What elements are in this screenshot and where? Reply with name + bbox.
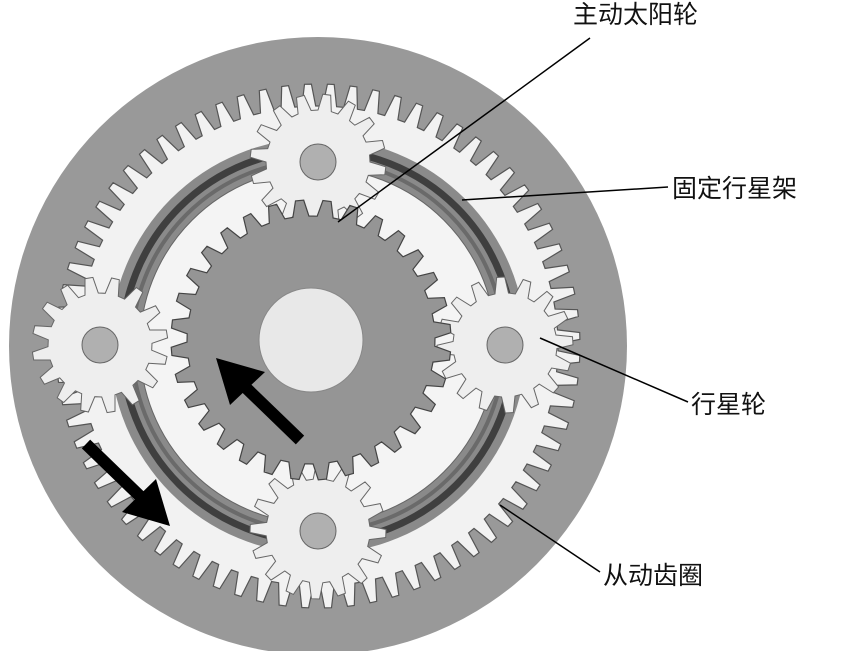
sun-rotation-arrow bbox=[216, 358, 305, 445]
planet-pin bbox=[81, 326, 119, 364]
carrier-label: 固定行星架 bbox=[672, 174, 798, 203]
sun-gear-label: 主动太阳轮 bbox=[573, 0, 699, 29]
ring-rotation-arrow bbox=[81, 439, 170, 526]
planet-gear-label: 行星轮 bbox=[691, 390, 767, 419]
planet-pin bbox=[486, 326, 524, 364]
planet-pin bbox=[299, 512, 337, 550]
planet-gear-leader bbox=[539, 337, 689, 403]
sun-gear-leader bbox=[337, 37, 591, 223]
planet-pin bbox=[299, 143, 337, 181]
sun-hub bbox=[258, 287, 364, 393]
planet-gears bbox=[31, 93, 574, 600]
ring-gear-leader bbox=[499, 504, 601, 573]
carrier-leader bbox=[461, 186, 669, 201]
ring-gear-label: 从动齿圈 bbox=[603, 561, 704, 590]
